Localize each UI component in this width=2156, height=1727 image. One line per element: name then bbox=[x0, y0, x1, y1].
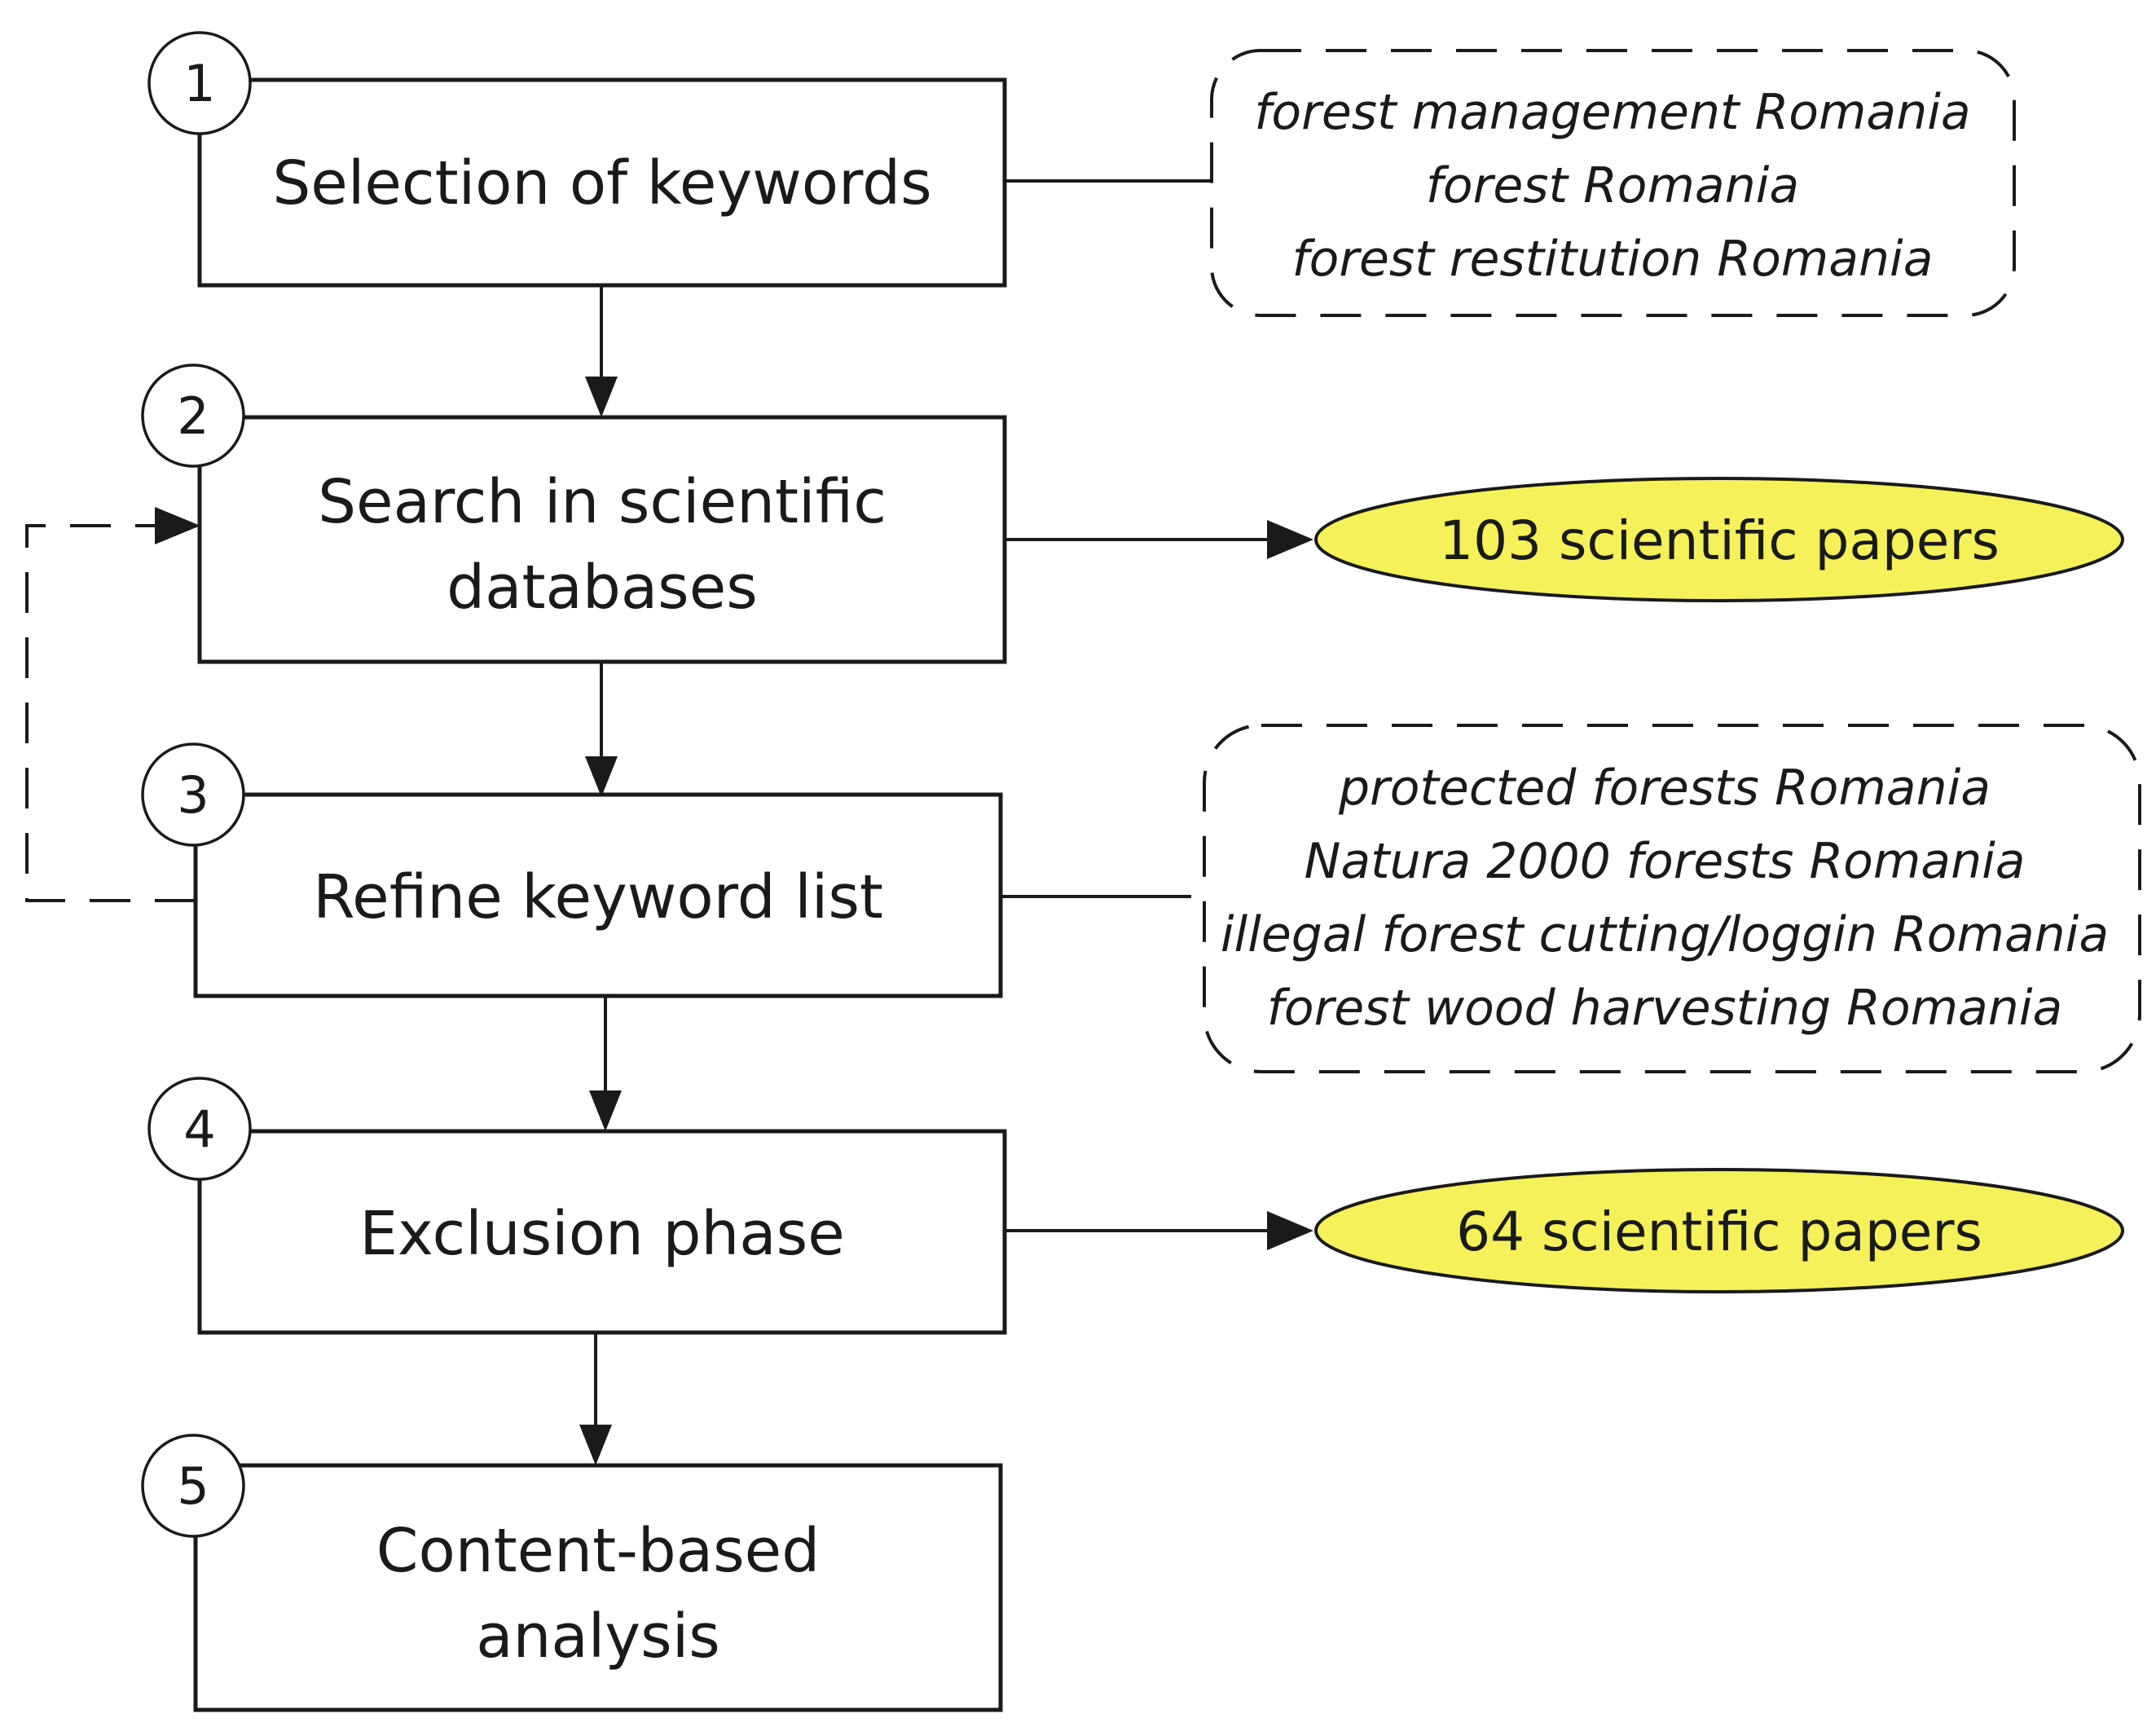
keyword-2-4: forest wood harvesting Romania bbox=[1267, 980, 2063, 1037]
step-3-badge bbox=[141, 742, 245, 847]
keyword-group-2-border bbox=[1203, 724, 2141, 1073]
step-2-badge bbox=[141, 363, 245, 468]
result-label-64: 64 scientific papers bbox=[1456, 1201, 1982, 1263]
arrowhead-step2-result bbox=[1267, 520, 1313, 559]
keyword-1-1: forest management Romania bbox=[1254, 84, 1970, 141]
result-oval-64: 64 scientific papers bbox=[1314, 1168, 2124, 1293]
result-oval-64-shape bbox=[1314, 1168, 2124, 1293]
step-2-number: 2 bbox=[177, 386, 209, 446]
arrowhead-3-to-4 bbox=[589, 1090, 622, 1131]
step-2-label-line-2: databases bbox=[447, 553, 758, 623]
step-5-box bbox=[193, 1463, 1003, 1712]
arrowhead-feedback-loop bbox=[155, 507, 200, 544]
step-2: Search in scientific databases 2 bbox=[141, 363, 1007, 664]
step-2-label-line-1: Search in scientific bbox=[318, 467, 887, 537]
step-5-number: 5 bbox=[177, 1456, 209, 1516]
step-1-badge bbox=[147, 31, 252, 135]
step-2-box bbox=[197, 415, 1007, 664]
keyword-group-1-border bbox=[1210, 49, 2016, 317]
result-oval-103-shape bbox=[1314, 477, 2124, 602]
keyword-group-2: protected forests Romania Natura 2000 fo… bbox=[1203, 724, 2141, 1073]
connectors bbox=[25, 179, 1313, 1465]
step-3-box bbox=[193, 792, 1003, 998]
keyword-1-2: forest Romania bbox=[1426, 157, 1799, 214]
feedback-loop-3-to-2 bbox=[25, 524, 196, 902]
step-4-box bbox=[197, 1129, 1007, 1335]
step-1-box bbox=[197, 77, 1007, 288]
keyword-group-1: forest management Romania forest Romania… bbox=[1210, 49, 2016, 317]
step-1-label: Selection of keywords bbox=[272, 148, 931, 218]
step-5: Content-based analysis 5 bbox=[141, 1434, 1003, 1712]
step-3-label: Refine keyword list bbox=[313, 862, 883, 932]
step-4: Exclusion phase 4 bbox=[147, 1077, 1007, 1335]
arrowhead-1-to-2 bbox=[585, 377, 618, 417]
result-label-103: 103 scientific papers bbox=[1439, 509, 2000, 572]
step-3-number: 3 bbox=[177, 765, 209, 825]
step-4-label: Exclusion phase bbox=[359, 1199, 845, 1269]
keyword-2-2: Natura 2000 forests Romania bbox=[1304, 833, 2025, 890]
step-1-number: 1 bbox=[183, 54, 215, 113]
keyword-2-3: illegal forest cutting/loggin Romania bbox=[1221, 906, 2109, 963]
keyword-2-1: protected forests Romania bbox=[1338, 760, 1991, 817]
keyword-1-3: forest restitution Romania bbox=[1292, 231, 1934, 288]
step-4-number: 4 bbox=[183, 1099, 215, 1159]
step-5-label-line-2: analysis bbox=[476, 1601, 720, 1672]
result-oval-103: 103 scientific papers bbox=[1314, 477, 2124, 602]
step-4-badge bbox=[147, 1077, 252, 1181]
arrowhead-step4-result bbox=[1267, 1211, 1313, 1250]
arrowhead-4-to-5 bbox=[579, 1425, 612, 1465]
step-3: Refine keyword list 3 bbox=[141, 742, 1003, 998]
step-5-label-line-1: Content-based bbox=[376, 1516, 820, 1586]
arrowhead-2-to-3 bbox=[585, 756, 618, 797]
step-1: Selection of keywords 1 bbox=[147, 31, 1007, 288]
step-5-badge bbox=[141, 1434, 245, 1538]
